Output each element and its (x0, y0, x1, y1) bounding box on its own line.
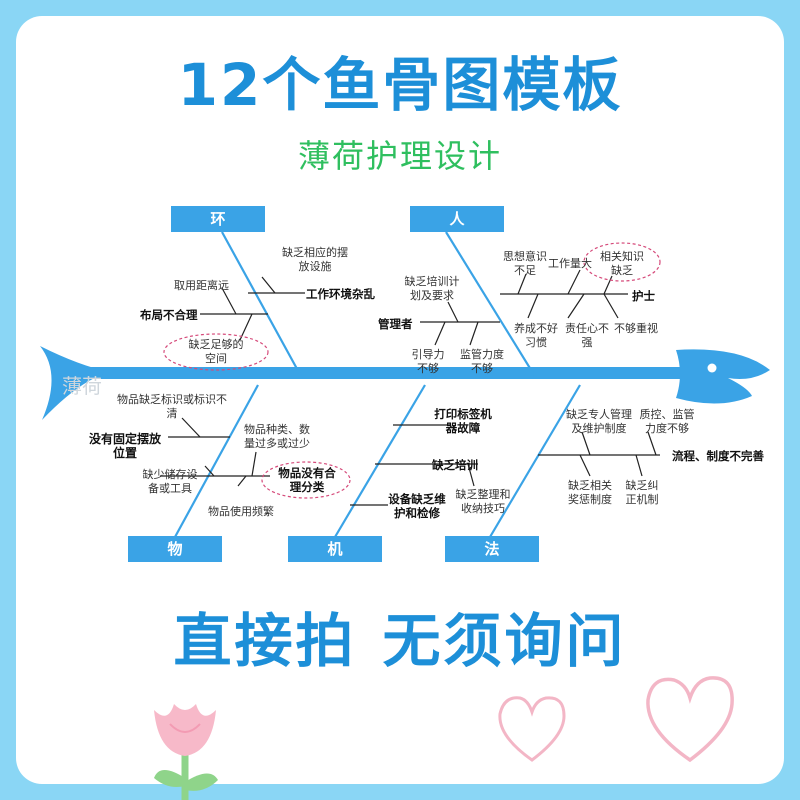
machine-cause-maint: 设备缺乏维护和检修 (388, 492, 446, 520)
highlight-material (261, 461, 351, 499)
bottom-slogan-right: 无须询问 (382, 607, 627, 675)
highlight-env (163, 333, 269, 371)
machine-cause-printer: 打印标签机器故障 (434, 407, 492, 435)
person-sub-workload: 工作量大 (548, 257, 592, 270)
material-sub-count: 物品种类、数量过多或过少 (244, 423, 310, 450)
person-cause-nurse: 护士 (632, 289, 655, 303)
person-sub-habit: 养成不好习惯 (514, 322, 558, 349)
material-sub-storage: 缺少储存设备或工具 (142, 468, 198, 495)
person-sub-duty: 责任心不强 (565, 322, 609, 349)
highlight-person (583, 242, 661, 282)
main-bones (174, 231, 581, 538)
watermark: 薄荷 (62, 374, 102, 398)
method-cause-system: 流程、制度不完善 (672, 449, 764, 463)
env-sub-space: 缺乏足够的空间 (188, 338, 244, 365)
page-title: 12个鱼骨图模板 (177, 51, 623, 119)
heart-small-icon (498, 696, 566, 762)
bottom-slogan: 直接拍无须询问 (0, 612, 800, 670)
category-machine: 机 (288, 536, 382, 562)
person-cause-manager: 管理者 (378, 317, 413, 331)
machine-cause-train: 缺乏培训 (432, 458, 478, 472)
person-sub-training: 缺乏培训计划及要求 (404, 275, 460, 302)
method-sub-correct: 缺乏纠正机制 (625, 479, 659, 506)
fish-eye (707, 363, 717, 373)
highlight-ovals (163, 242, 661, 499)
card (16, 16, 784, 784)
material-cause-classify: 物品没有合理分类 (278, 466, 336, 494)
fish-spine (60, 367, 690, 379)
bottom-slogan-left: 直接拍 (173, 607, 357, 675)
method-sub-qc: 质控、监管力度不够 (639, 408, 695, 435)
machine-sub-skill: 缺乏整理和收纳技巧 (455, 488, 511, 515)
env-sub-equip: 缺乏相应的摆放设施 (282, 246, 348, 273)
person-sub-supervise: 监管力度不够 (460, 348, 504, 375)
person-sub-attention: 不够重视 (614, 322, 658, 335)
material-sub-frequent: 物品使用频繁 (208, 505, 274, 518)
category-env: 环 (171, 206, 265, 232)
category-person: 人 (410, 206, 504, 232)
fish-head (676, 349, 770, 404)
person-sub-guidance: 引导力不够 (411, 348, 445, 375)
person-sub-thought: 思想意识不足 (503, 250, 547, 277)
category-material: 物 (128, 536, 222, 562)
tulip-icon (154, 704, 218, 800)
heart-large-icon (646, 676, 734, 763)
fish-tail (40, 346, 110, 420)
env-cause-layout: 布局不合理 (140, 308, 198, 322)
material-sub-mark: 物品缺乏标识或标识不清 (117, 393, 227, 420)
page-subtitle: 薄荷护理设计 (297, 137, 502, 175)
sub-bones (160, 269, 660, 506)
env-cause-main: 工作环境杂乱 (306, 287, 375, 301)
person-sub-knowledge: 相关知识缺乏 (600, 250, 644, 277)
env-sub-far: 取用距离远 (174, 279, 229, 292)
category-method: 法 (445, 536, 539, 562)
method-sub-reward: 缺乏相关奖惩制度 (568, 479, 612, 506)
method-sub-manage: 缺乏专人管理及维护制度 (566, 408, 632, 435)
material-cause-place: 没有固定摆放位置 (88, 432, 161, 460)
